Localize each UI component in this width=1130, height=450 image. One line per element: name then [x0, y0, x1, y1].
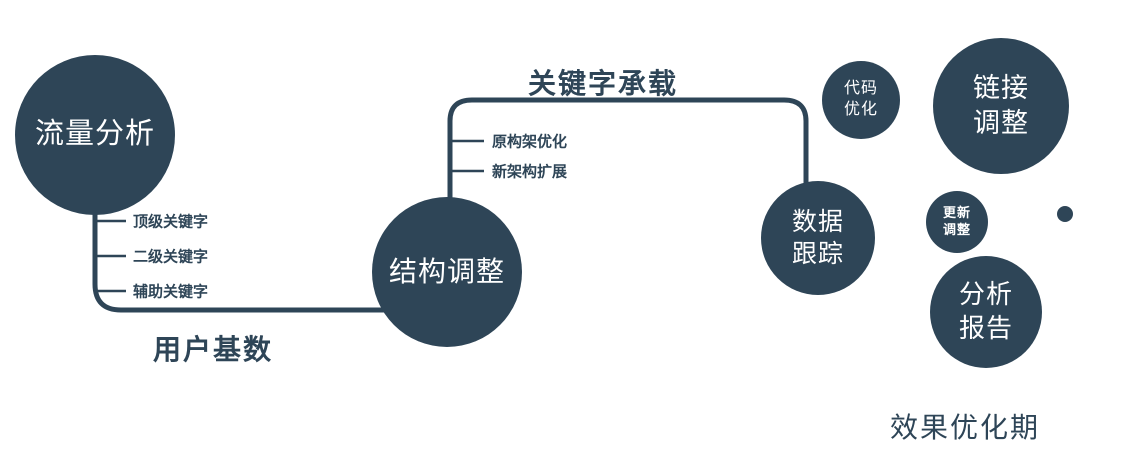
branch-label-original-architecture: 原构架优化 — [492, 133, 568, 151]
branch-label-top-keywords: 顶级关键字 — [133, 213, 209, 231]
footer-label-effect-optimization: 效果优化期 — [890, 412, 1041, 443]
node-analysis-report-label-line2: 报告 — [958, 313, 1013, 343]
branch-label-aux-keywords: 辅助关键字 — [133, 283, 209, 301]
node-update-adjustment-label-line2: 调整 — [942, 222, 971, 237]
edge-label-user-base: 用户基数 — [153, 334, 274, 365]
node-link-adjustment-label-line2: 调整 — [973, 108, 1029, 138]
node-update-adjustment-label-line1: 更新 — [942, 205, 971, 221]
node-structure-adjustment-label: 结构调整 — [388, 255, 505, 287]
bullet-dot — [1057, 206, 1073, 222]
node-traffic-analysis: 流量分析 — [15, 55, 175, 215]
node-analysis-report-label-line1: 分析 — [958, 279, 1013, 310]
node-code-optimization: 代码 优化 — [822, 61, 900, 139]
node-data-tracking-label-line1: 数据 — [791, 207, 844, 236]
node-update-adjustment: 更新 调整 — [926, 191, 988, 253]
node-data-tracking: 数据 跟踪 — [761, 181, 875, 295]
node-analysis-report: 分析 报告 — [930, 256, 1042, 368]
traffic-to-structure-connector — [92, 202, 386, 313]
node-link-adjustment-label-line1: 链接 — [973, 72, 1029, 103]
edge-label-keyword-bearing: 关键字承载 — [528, 68, 679, 99]
node-code-optimization-label-line2: 优化 — [843, 101, 878, 118]
structure-to-tracking-connector — [447, 97, 809, 198]
node-code-optimization-label-line1: 代码 — [843, 80, 878, 98]
node-link-adjustment: 链接 调整 — [933, 38, 1069, 174]
branch-label-second-keywords: 二级关键字 — [133, 248, 209, 266]
branch-label-new-architecture: 新架构扩展 — [492, 163, 568, 181]
node-data-tracking-label-line2: 跟踪 — [791, 240, 844, 268]
node-traffic-analysis-label: 流量分析 — [34, 118, 155, 151]
node-structure-adjustment: 结构调整 — [372, 197, 522, 347]
